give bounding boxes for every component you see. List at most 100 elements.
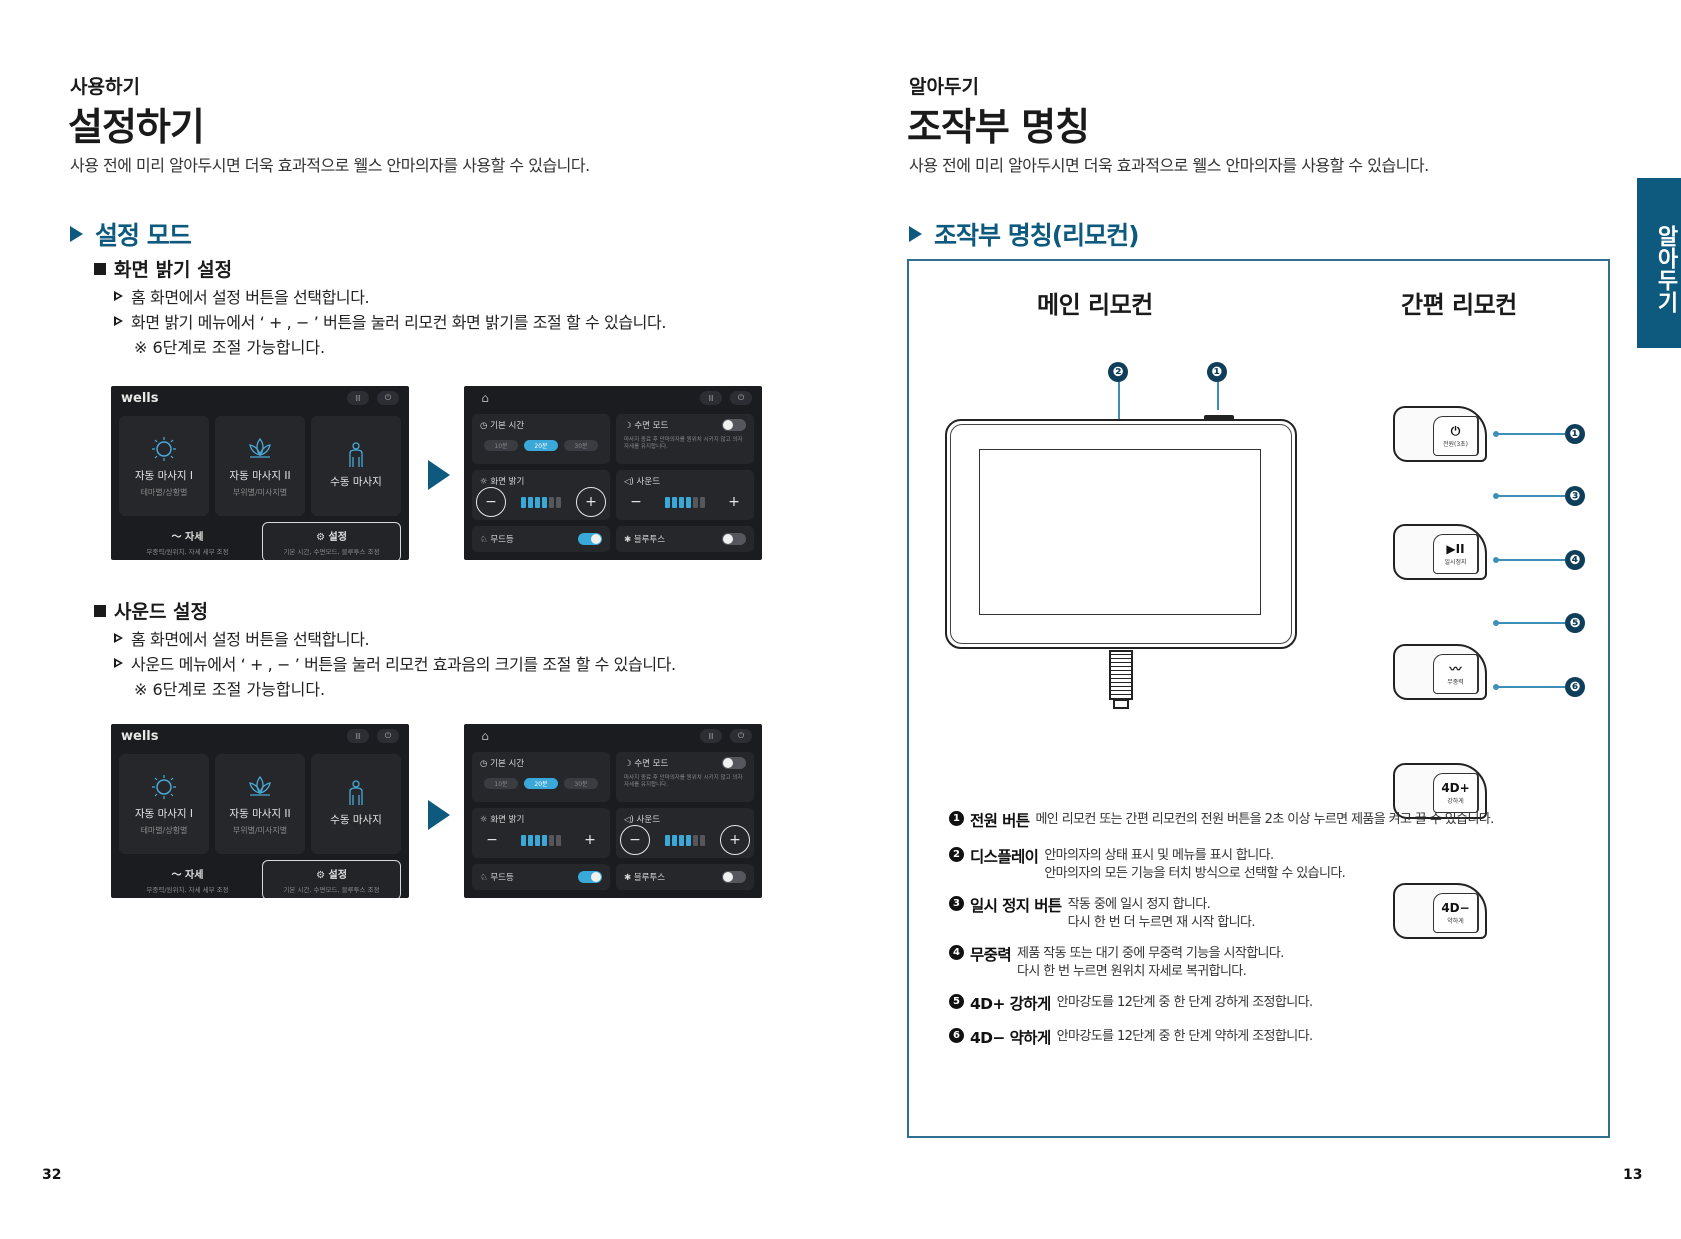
desc-pause: 3 일시 정지 버튼 작동 중에 일시 정지 합니다. 다시 한 번 더 누르면… xyxy=(949,894,1589,931)
lotus-icon xyxy=(242,772,278,802)
level-bar xyxy=(542,496,547,508)
time-chip-selected[interactable]: 20분 xyxy=(524,778,558,789)
simple-4d-minus-button[interactable]: 4D− 약하게 xyxy=(1393,883,1487,939)
settings-button[interactable]: ⚙ 설정 기본 시간, 수면모드, 블루투스 조정 xyxy=(262,522,401,560)
left-page-number: 32 xyxy=(42,1167,62,1183)
power-icon: ⏻ xyxy=(1450,423,1461,438)
level-bar xyxy=(686,834,691,846)
level-bar xyxy=(679,834,684,846)
desc-number: 6 xyxy=(949,1028,964,1044)
callout-simple-1: ❶ xyxy=(1565,424,1585,444)
pause-icon[interactable]: II xyxy=(347,391,369,405)
settings-sub: 기본 시간, 수면모드, 블루투스 조정 xyxy=(283,886,380,894)
sleep-mode-label: ☽ 수면 모드 xyxy=(624,759,669,769)
level-bar xyxy=(556,834,561,846)
simple-remote-label: 간편 리모컨 xyxy=(1401,291,1517,319)
square-bullet-icon xyxy=(94,262,106,275)
desc-term: 전원 버튼 xyxy=(970,812,1030,830)
settings-title: ⚙ 설정 xyxy=(316,870,347,881)
desc-number: 2 xyxy=(949,847,964,862)
right-page-title: 조작부 명칭 xyxy=(907,105,1090,149)
lotus-icon xyxy=(242,434,278,464)
side-tab[interactable]: 알아두기 xyxy=(1637,178,1681,348)
posture-button[interactable]: 〜 자세 무중력/원위치, 자세 세부 조정 xyxy=(119,860,256,898)
simple-pause-button[interactable]: ▶II 일시정지 xyxy=(1393,524,1487,580)
outline-triangle-icon xyxy=(114,633,123,643)
sound-minus-button[interactable]: − xyxy=(620,825,650,855)
power-key[interactable] xyxy=(1204,415,1234,421)
sleep-mode-toggle[interactable] xyxy=(722,757,746,769)
home-icon[interactable]: ⌂ xyxy=(481,729,489,743)
power-icon[interactable]: ⏻ xyxy=(377,729,399,743)
settings-topbar: ⌂ II ⏻ xyxy=(464,724,762,748)
power-icon[interactable]: ⏻ xyxy=(730,729,752,743)
brightness-plus-button[interactable]: + xyxy=(576,487,606,517)
moon-sun-icon xyxy=(146,772,182,802)
brightness-subtitle-text: 화면 밝기 설정 xyxy=(114,259,233,281)
outline-triangle-icon xyxy=(114,658,123,668)
brightness-level-bars xyxy=(521,834,561,846)
settings-screen-brightness: ⌂ II ⏻ ◷ 기본 시간 10분 20분 30분 ☽ 수면 모드 마사지 종… xyxy=(464,386,762,560)
basic-time-card: ◷ 기본 시간 10분 20분 30분 xyxy=(472,752,610,802)
tile-manual-massage[interactable]: 수동 마사지 xyxy=(311,754,401,854)
bluetooth-toggle[interactable] xyxy=(722,871,746,883)
sound-plus-button[interactable]: + xyxy=(728,494,740,510)
level-bar xyxy=(535,834,540,846)
tile-auto-massage-1[interactable]: 자동 마사지 I 테마별/상황별 xyxy=(119,754,209,854)
pause-icon[interactable]: II xyxy=(700,729,722,743)
leader-dot xyxy=(1493,620,1499,626)
time-chip[interactable]: 10분 xyxy=(484,440,518,451)
desc-term: 4D+ 강하게 xyxy=(970,995,1051,1014)
callout-simple-5: ❺ xyxy=(1565,613,1585,633)
tile-title: 수동 마사지 xyxy=(330,475,382,488)
brightness-plus-button[interactable]: + xyxy=(584,832,596,848)
tile-sub: 테마별/상황별 xyxy=(140,826,188,835)
right-section-title-text: 조작부 명칭(리모컨) xyxy=(934,221,1140,250)
time-chip[interactable]: 30분 xyxy=(564,778,598,789)
simple-4d-plus-button[interactable]: 4D+ 강하게 xyxy=(1393,763,1487,819)
leader-line xyxy=(1497,495,1565,497)
tile-auto-massage-2[interactable]: 자동 마사지 II 부위별/미사지별 xyxy=(215,754,305,854)
brightness-minus-button[interactable]: − xyxy=(476,487,506,517)
sound-step-1: 홈 화면에서 설정 버튼을 선택합니다. xyxy=(114,626,370,650)
tile-auto-massage-2[interactable]: 자동 마사지 II 부위별/미사지별 xyxy=(215,416,305,516)
settings-button[interactable]: ⚙ 설정 기본 시간, 수면모드, 블루투스 조정 xyxy=(262,860,401,898)
tile-manual-massage[interactable]: 수동 마사지 xyxy=(311,416,401,516)
mood-light-toggle[interactable] xyxy=(578,871,602,883)
button-face: 〰 무중력 xyxy=(1433,654,1479,694)
time-chip[interactable]: 10분 xyxy=(484,778,518,789)
4d-minus-icon: 4D− xyxy=(1441,900,1470,915)
tile-auto-massage-1[interactable]: 자동 마사지 I 테마별/상황별 xyxy=(119,416,209,516)
brightness-minus-button[interactable]: − xyxy=(486,832,498,848)
level-bar xyxy=(665,496,670,508)
pause-icon[interactable]: II xyxy=(347,729,369,743)
posture-sub: 무중력/원위치, 자세 세부 조정 xyxy=(146,886,229,894)
display-screen[interactable] xyxy=(979,449,1261,615)
sleep-mode-desc: 마사지 종료 후 안마의자를 원위치 시키지 않고 의자 자세를 유지합니다. xyxy=(624,775,743,789)
cable-connector xyxy=(1109,650,1133,700)
basic-time-card: ◷ 기본 시간 10분 20분 30분 xyxy=(472,414,610,464)
time-chip[interactable]: 30분 xyxy=(564,440,598,451)
button-face: ⏻ 전원(3초) xyxy=(1433,416,1479,456)
simple-power-button[interactable]: ⏻ 전원(3초) xyxy=(1393,406,1487,462)
sleep-mode-toggle[interactable] xyxy=(722,419,746,431)
desc-text: 안마의자의 상태 표시 및 메뉴를 표시 합니다. xyxy=(1044,848,1274,863)
pause-icon[interactable]: II xyxy=(700,391,722,405)
sleep-mode-card: ☽ 수면 모드 마사지 종료 후 안마의자를 원위치 시키지 않고 의자 자세를… xyxy=(616,752,754,802)
sound-minus-button[interactable]: − xyxy=(630,494,642,510)
simple-zero-gravity-button[interactable]: 〰 무중력 xyxy=(1393,644,1487,700)
bluetooth-label: ✱ 블루투스 xyxy=(624,535,666,545)
brightness-label: ☼ 화면 밝기 xyxy=(480,815,525,825)
level-bar xyxy=(542,834,547,846)
bluetooth-toggle[interactable] xyxy=(722,533,746,545)
home-icon[interactable]: ⌂ xyxy=(481,391,489,405)
time-chip-selected[interactable]: 20분 xyxy=(524,440,558,451)
sound-plus-button[interactable]: + xyxy=(720,825,750,855)
basic-time-label: ◷ 기본 시간 xyxy=(480,759,525,769)
brightness-step-2: 화면 밝기 메뉴에서 ‘ + , − ’ 버튼을 눌러 리모컨 화면 밝기를 조… xyxy=(114,309,666,333)
sleep-mode-desc: 마사지 종료 후 안마의자를 원위치 시키지 않고 의자 자세를 유지합니다. xyxy=(624,437,743,451)
mood-light-toggle[interactable] xyxy=(578,533,602,545)
power-icon[interactable]: ⏻ xyxy=(377,391,399,405)
posture-button[interactable]: 〜 자세 무중력/원위치, 자세 세부 조정 xyxy=(119,522,256,560)
power-icon[interactable]: ⏻ xyxy=(730,391,752,405)
